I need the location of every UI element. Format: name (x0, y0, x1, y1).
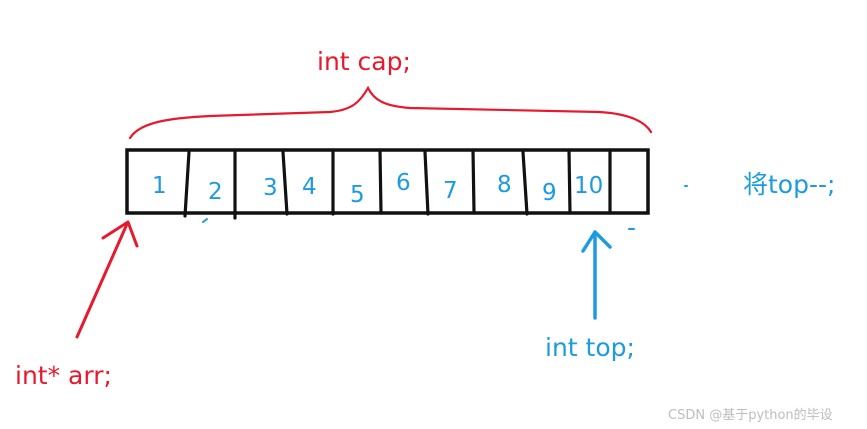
cell-value: 9 (542, 180, 557, 206)
cell-value: 10 (574, 173, 603, 199)
cell-value: 3 (263, 175, 278, 201)
cell-divider (281, 150, 289, 216)
cell-value: 6 (396, 170, 411, 196)
cell-divider (471, 148, 476, 214)
action-label: 将top--; (743, 170, 835, 199)
top-index-label: int top; (545, 333, 635, 362)
cell-value: 4 (302, 174, 317, 200)
array-pointer-arrow (75, 220, 139, 339)
cell-value: 1 (152, 173, 167, 199)
watermark: CSDN @基于python的毕设 (668, 407, 833, 423)
cell-divider (183, 150, 191, 218)
cell-values: 1 2 3 4 5 6 7 8 9 10 (152, 170, 603, 208)
cell-divider (423, 150, 430, 216)
capacity-label: int cap; (317, 47, 411, 76)
array-pointer-label: int* arr; (15, 361, 112, 390)
cell-dividers (183, 148, 612, 220)
array-box (125, 148, 650, 215)
stray-mark (202, 218, 208, 223)
capacity-brace (128, 85, 653, 140)
cell-divider (567, 148, 572, 215)
cell-divider (378, 148, 383, 215)
top-index-arrow (581, 230, 612, 320)
cell-value: 5 (350, 182, 365, 208)
cell-value: 2 (208, 179, 223, 205)
cell-value: 7 (443, 178, 458, 204)
cell-divider (521, 150, 529, 216)
cell-value: 8 (497, 172, 512, 198)
